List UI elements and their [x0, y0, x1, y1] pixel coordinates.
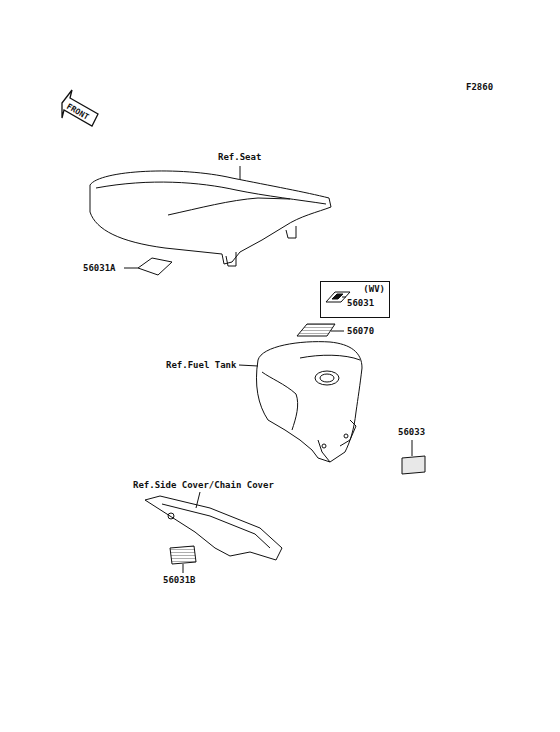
decal [297, 324, 335, 336]
decal [402, 456, 425, 474]
callout-number: 56031 [347, 298, 374, 309]
part-label: Ref.Fuel Tank [166, 360, 236, 371]
seat [90, 171, 331, 264]
callout-number: 56031A [83, 263, 116, 274]
leader-line [239, 365, 258, 366]
seat-seam [96, 182, 326, 204]
leader-line [183, 564, 184, 573]
part-label: Ref.Side Cover/Chain Cover [133, 480, 274, 491]
callout-number: 56033 [398, 427, 425, 438]
callout-number: 56070 [347, 326, 374, 337]
front-arrow [62, 90, 98, 126]
decal [170, 546, 196, 564]
decal [138, 258, 172, 275]
leader-line [196, 492, 200, 508]
decal [326, 292, 350, 302]
leader-line [124, 268, 138, 269]
filler-cap [315, 371, 339, 385]
variant-code: (WV) [363, 284, 385, 295]
fuel-tank [256, 342, 362, 462]
callout-number: 56031B [163, 575, 196, 586]
leader-line [412, 440, 413, 456]
chain-cover [145, 496, 282, 560]
leader-line [240, 166, 241, 180]
part-label: F2860 [466, 82, 493, 93]
leader-line [331, 331, 344, 332]
variant-box: (WV) 56031 [320, 281, 390, 318]
part-label: Ref.Seat [218, 152, 261, 163]
